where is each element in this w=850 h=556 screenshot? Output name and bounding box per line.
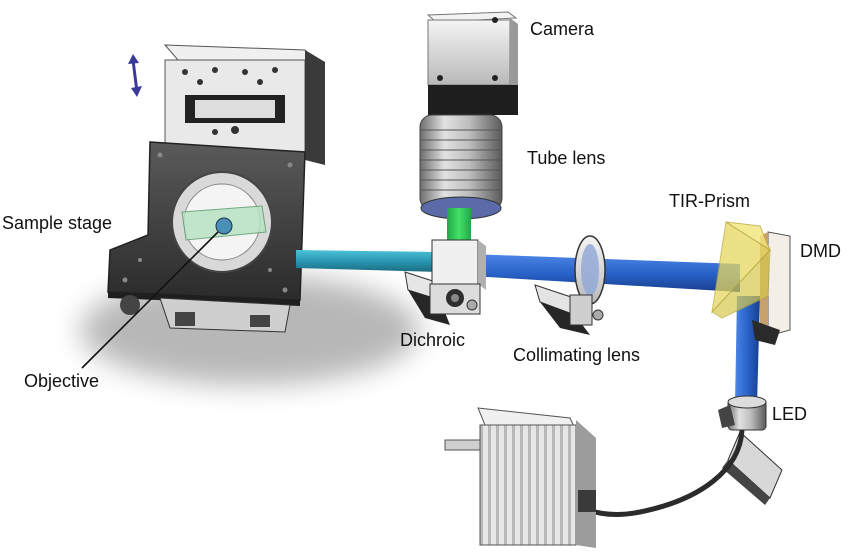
label-objective: Objective bbox=[24, 371, 100, 391]
tube-lens bbox=[419, 114, 503, 220]
z-translation-block bbox=[163, 44, 325, 165]
vertical-arrow-icon bbox=[128, 54, 142, 97]
label-sample-stage: Sample stage bbox=[2, 213, 113, 233]
label-dichroic: Dichroic bbox=[400, 330, 466, 350]
excitation-beam-vertical bbox=[735, 296, 760, 405]
led-driver-box bbox=[444, 407, 596, 548]
label-camera: Camera bbox=[530, 19, 595, 39]
label-dmd: DMD bbox=[800, 241, 841, 261]
label-led: LED bbox=[772, 404, 808, 424]
led-source bbox=[718, 395, 783, 505]
teal-beam bbox=[296, 250, 440, 272]
label-collimating-lens: Collimating lens bbox=[513, 345, 641, 365]
objective-pointer-line bbox=[81, 231, 219, 369]
dichroic-mirror bbox=[404, 239, 486, 325]
camera bbox=[426, 11, 518, 115]
collimating-lens bbox=[534, 235, 606, 335]
sample-stage bbox=[107, 141, 306, 333]
label-tir-prism: TIR-Prism bbox=[669, 191, 750, 211]
label-tube-lens: Tube lens bbox=[527, 148, 606, 168]
led-cable bbox=[573, 429, 745, 517]
tir-prism bbox=[711, 221, 772, 319]
